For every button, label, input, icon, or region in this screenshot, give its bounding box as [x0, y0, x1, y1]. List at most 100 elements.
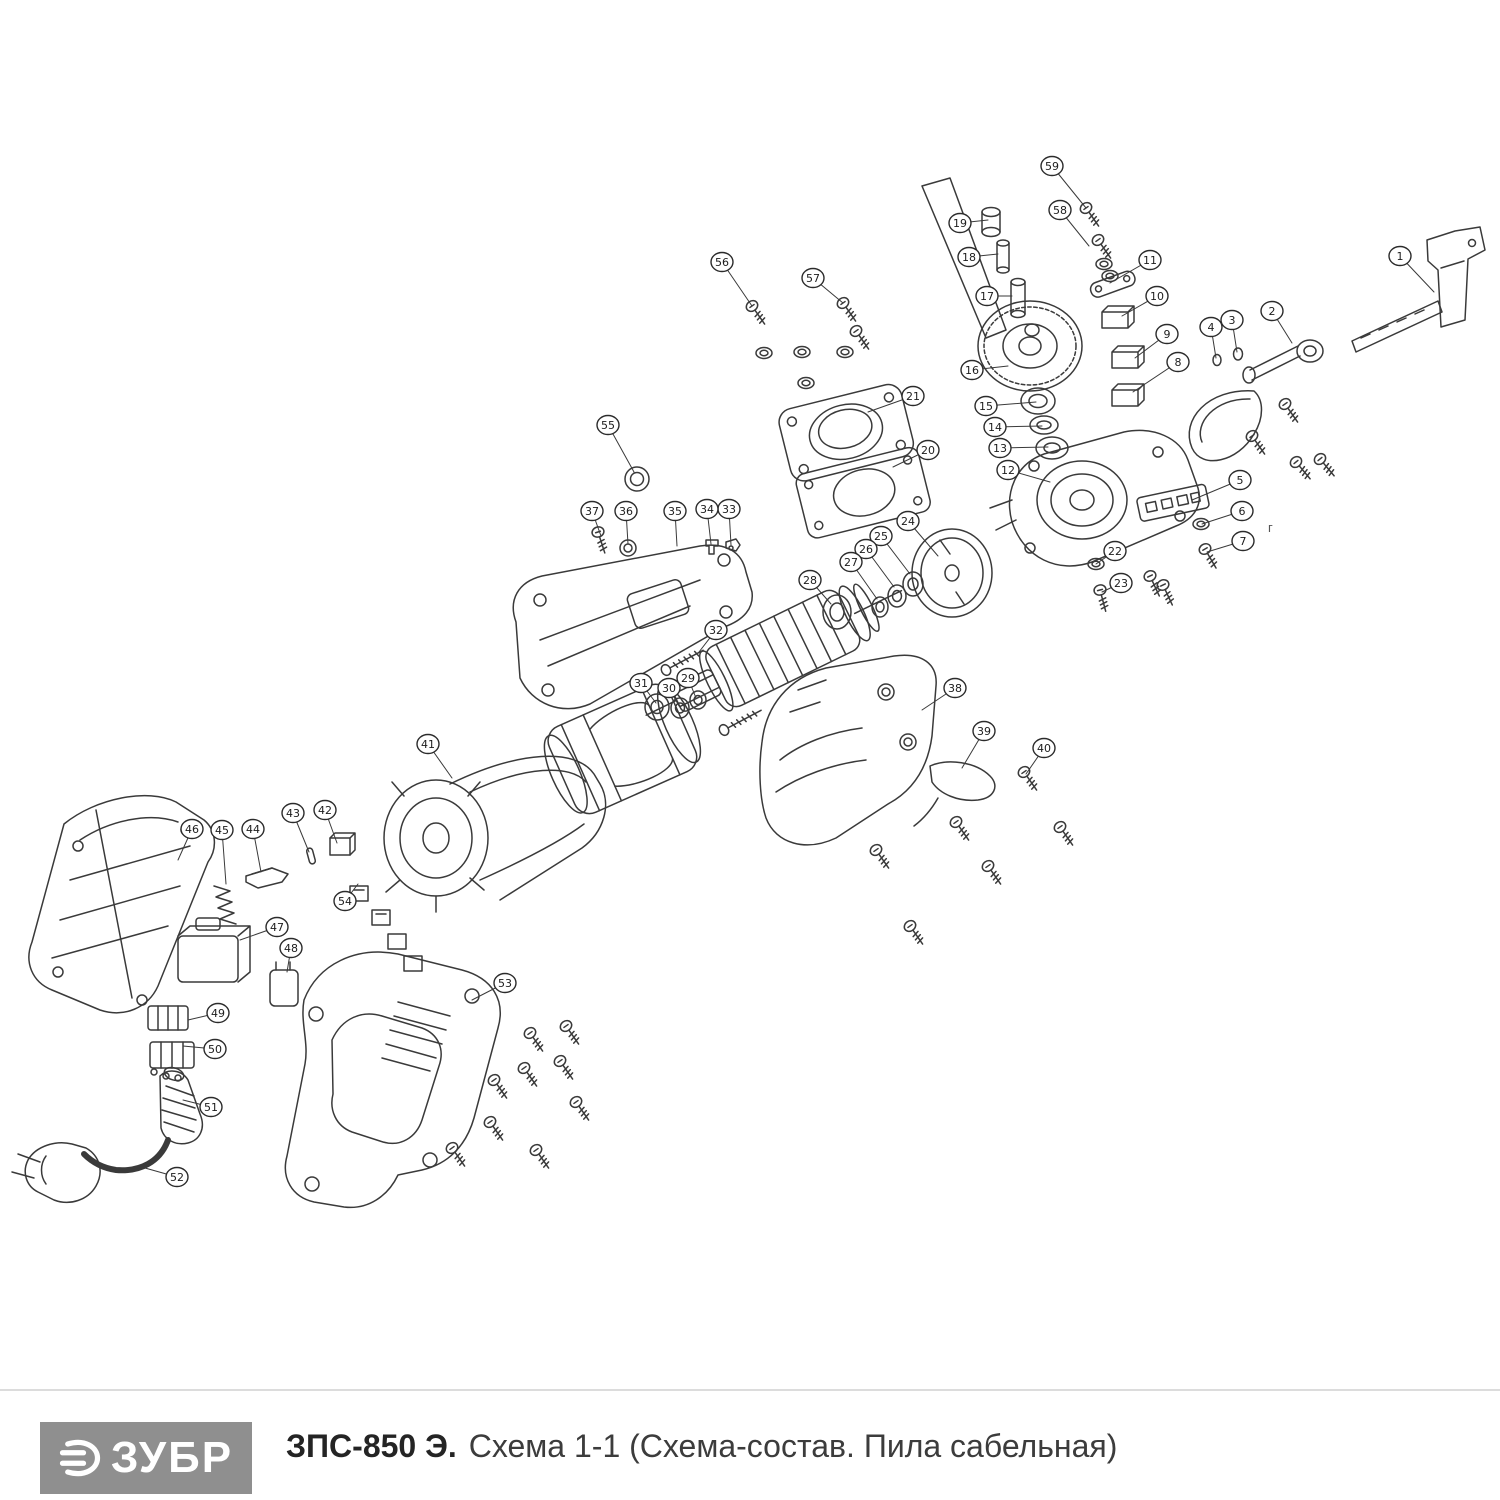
svg-text:53: 53	[498, 977, 512, 990]
callout-51: 51	[199, 1096, 223, 1118]
callout-41: 41	[416, 733, 440, 755]
guide-loop	[1188, 390, 1263, 462]
crank-gear	[977, 300, 1083, 392]
callout-30: 30	[657, 677, 681, 699]
svg-text:29: 29	[681, 672, 695, 685]
callout-50: 50	[203, 1038, 227, 1060]
crank-plate	[911, 528, 993, 618]
callout-40: 40	[1032, 737, 1056, 759]
stator	[543, 683, 702, 815]
callout-18: 18	[957, 246, 981, 268]
callout-38: 38	[943, 677, 967, 699]
svg-text:55: 55	[601, 419, 615, 432]
svg-text:33: 33	[722, 503, 736, 516]
callout-1: 1	[1388, 245, 1412, 267]
svg-text:31: 31	[634, 677, 648, 690]
svg-text:16: 16	[965, 364, 979, 377]
power-cord	[81, 1137, 171, 1174]
footer-bar: ЗУБР ЗПС-850 Э. Схема 1-1 (Схема-состав.…	[0, 1389, 1500, 1500]
callout-4: 4	[1199, 316, 1223, 338]
callout-56: 56	[710, 251, 734, 273]
callout-34: 34	[695, 498, 719, 520]
stray-mark: г	[1268, 520, 1273, 535]
svg-text:2: 2	[1269, 305, 1276, 318]
lock-lever	[245, 867, 289, 889]
callout-23: 23	[1109, 572, 1133, 594]
svg-text:22: 22	[1108, 545, 1122, 558]
svg-text:54: 54	[338, 895, 352, 908]
callout-24: 24	[896, 510, 920, 532]
svg-text:20: 20	[921, 444, 935, 457]
svg-text:10: 10	[1150, 290, 1164, 303]
capacitor	[269, 961, 299, 1007]
callout-27: 27	[839, 551, 863, 573]
svg-text:13: 13	[993, 442, 1007, 455]
svg-text:23: 23	[1114, 577, 1128, 590]
callout-15: 15	[974, 395, 998, 417]
rear-handle	[284, 951, 501, 1209]
svg-text:14: 14	[988, 421, 1002, 434]
callout-36: 36	[614, 500, 638, 522]
callout-2: 2	[1260, 300, 1284, 322]
model-name: ЗПС-850 Э.	[286, 1428, 457, 1464]
front-bearings	[1020, 387, 1069, 460]
switch	[177, 917, 251, 983]
svg-text:48: 48	[284, 942, 298, 955]
svg-text:27: 27	[844, 556, 858, 569]
callout-52: 52	[165, 1166, 189, 1188]
svg-text:39: 39	[977, 725, 991, 738]
retaining-ring	[624, 466, 650, 492]
svg-text:36: 36	[619, 505, 633, 518]
brush-holders	[349, 885, 423, 972]
svg-text:7: 7	[1240, 535, 1247, 548]
svg-text:25: 25	[874, 530, 888, 543]
terminal-blocks	[147, 1005, 195, 1082]
callout-33: 33	[717, 498, 741, 520]
mounting-screws-top	[743, 199, 1119, 390]
callout-21: 21	[901, 385, 925, 407]
callout-13: 13	[988, 437, 1012, 459]
svg-text:57: 57	[806, 272, 820, 285]
callout-43: 43	[281, 802, 305, 824]
callout-3: 3	[1220, 309, 1244, 331]
callout-26: 26	[854, 538, 878, 560]
small-clips	[705, 538, 741, 555]
svg-text:47: 47	[270, 921, 284, 934]
power-plug	[11, 1142, 101, 1204]
zubr-arrow-emblem-icon	[59, 1439, 101, 1477]
svg-text:11: 11	[1143, 254, 1157, 267]
svg-text:49: 49	[211, 1007, 225, 1020]
gearbox-housing	[989, 429, 1200, 567]
svg-text:30: 30	[662, 682, 676, 695]
callout-42: 42	[313, 799, 337, 821]
small-block	[305, 832, 356, 865]
svg-text:37: 37	[585, 505, 599, 518]
motor-housing	[383, 755, 607, 913]
callout-46: 46	[180, 818, 204, 840]
callout-57: 57	[801, 267, 825, 289]
callout-48: 48	[279, 937, 303, 959]
blade-clamp	[1351, 226, 1486, 353]
scheme-name: Схема 1-1 (Схема-состав. Пила сабельная)	[468, 1428, 1118, 1464]
callout-45: 45	[210, 819, 234, 841]
housing-screw	[589, 524, 612, 556]
svg-text:42: 42	[318, 804, 332, 817]
svg-text:45: 45	[215, 824, 229, 837]
diagram-title: ЗПС-850 Э. Схема 1-1 (Схема-состав. Пила…	[286, 1391, 1117, 1500]
callout-16: 16	[960, 359, 984, 381]
svg-text:46: 46	[185, 823, 199, 836]
svg-text:6: 6	[1239, 505, 1246, 518]
svg-text:3: 3	[1229, 314, 1236, 327]
svg-text:43: 43	[286, 807, 300, 820]
callout-12: 12	[996, 459, 1020, 481]
gasket	[795, 446, 931, 539]
callout-59: 59	[1040, 155, 1064, 177]
armature	[645, 583, 903, 716]
callout-32: 32	[704, 619, 728, 641]
crank-pins	[981, 206, 1026, 319]
callout-35: 35	[663, 500, 687, 522]
svg-text:34: 34	[700, 503, 714, 516]
svg-text:12: 12	[1001, 464, 1015, 477]
assembly-screws	[443, 395, 1340, 1173]
